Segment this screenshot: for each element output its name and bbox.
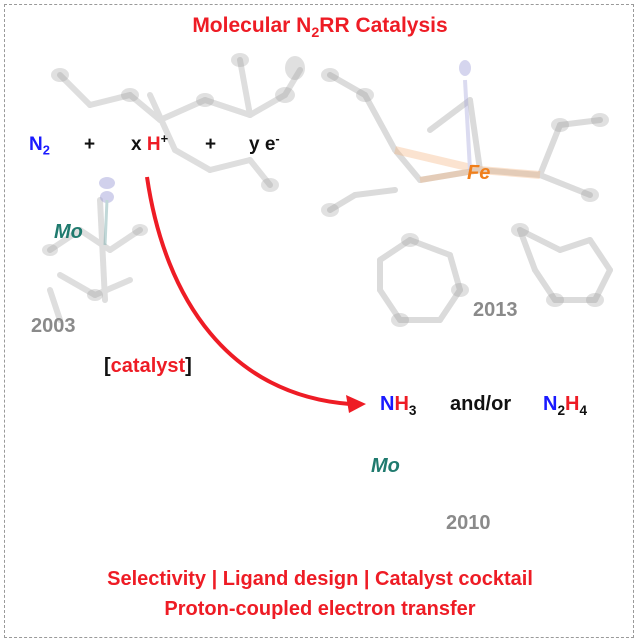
reactant-n2: N2 (29, 134, 50, 158)
mo-2003-structure (47, 57, 303, 323)
year-label-2003: 2003 (31, 315, 76, 337)
diagram-title: Molecular N2RR Catalysis (192, 14, 448, 41)
fe-2013-structure (327, 72, 613, 323)
product-n2h4: N2H4 (543, 393, 588, 418)
mo-n2-ligand (99, 177, 115, 246)
metal-label-mo-2010: Mo (371, 455, 400, 477)
plus-sign-1: + (84, 134, 96, 155)
fe-center-bonds (394, 60, 541, 183)
and-or-text: and/or (450, 393, 512, 415)
footer-line-1: Selectivity | Ligand design | Catalyst c… (107, 568, 533, 590)
dashed-frame (4, 4, 634, 638)
metal-label-mo-2003: Mo (54, 221, 83, 243)
metal-label-fe-2013: Fe (467, 162, 491, 184)
reactant-electrons: y e- (249, 130, 280, 155)
reactant-protons: x H+ (131, 130, 169, 155)
catalyst-label: [catalyst] (104, 355, 192, 377)
year-label-2010: 2010 (446, 512, 491, 534)
plus-sign-2: + (205, 134, 217, 155)
footer-line-2: Proton-coupled electron transfer (164, 598, 476, 620)
year-label-2013: 2013 (473, 299, 518, 321)
product-nh3: NH3 (380, 393, 417, 418)
